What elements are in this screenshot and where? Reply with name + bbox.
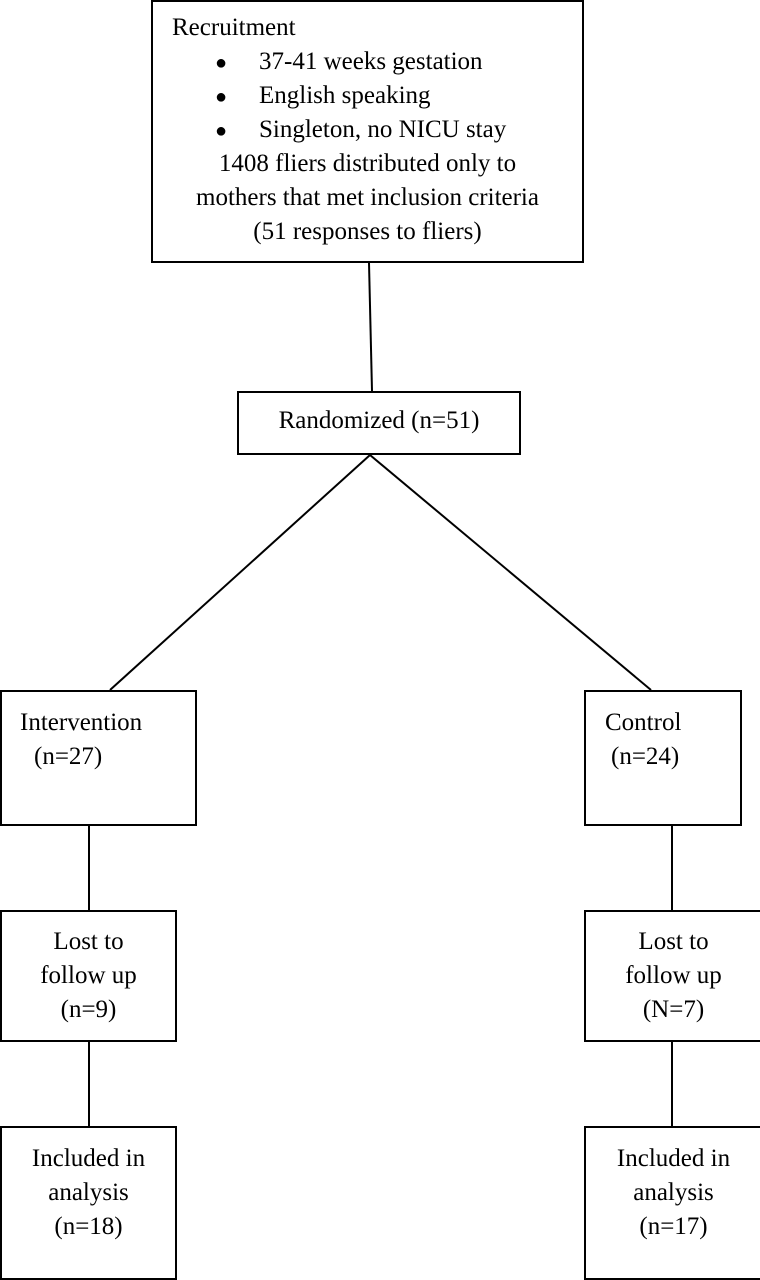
control-box: Control (n=24)	[584, 690, 742, 826]
connector-randomized-control	[369, 454, 652, 691]
included-in-analysis-control-box: Included in analysis (n=17)	[584, 1126, 760, 1280]
intervention-box: Intervention (n=27)	[0, 690, 197, 826]
randomized-label: Randomized (n=51)	[278, 407, 480, 434]
randomized-box: Randomized (n=51)	[237, 391, 521, 455]
criteria-item: ●Singleton, no NICU stay	[215, 113, 506, 147]
lost-to-follow-up-intervention-box: Lost to follow up (n=9)	[0, 910, 177, 1042]
included-in-analysis-intervention-box: Included in analysis (n=18)	[0, 1126, 177, 1280]
recruitment-title: Recruitment	[172, 14, 296, 41]
recruitment-details: 1408 fliers distributed only to mothers …	[196, 150, 539, 245]
lost-to-follow-up-control-box: Lost to follow up (N=7)	[584, 910, 760, 1042]
recruitment-box: Recruitment ●37-41 weeks gestation ●Engl…	[151, 0, 584, 263]
control-count: (n=24)	[611, 743, 680, 770]
control-label: Control	[605, 709, 682, 736]
intervention-count: (n=27)	[34, 743, 103, 770]
bullet-icon: ●	[215, 52, 228, 74]
intervention-label: Intervention	[20, 709, 143, 736]
criteria-item: ●37-41 weeks gestation	[215, 45, 506, 79]
criteria-item: ●English speaking	[215, 79, 506, 113]
connector-recruitment-randomized	[368, 262, 373, 392]
inclusion-criteria-list: ●37-41 weeks gestation ●English speaking…	[215, 45, 506, 147]
bullet-icon: ●	[215, 86, 228, 108]
connector-randomized-intervention	[109, 454, 371, 691]
bullet-icon: ●	[215, 120, 228, 142]
